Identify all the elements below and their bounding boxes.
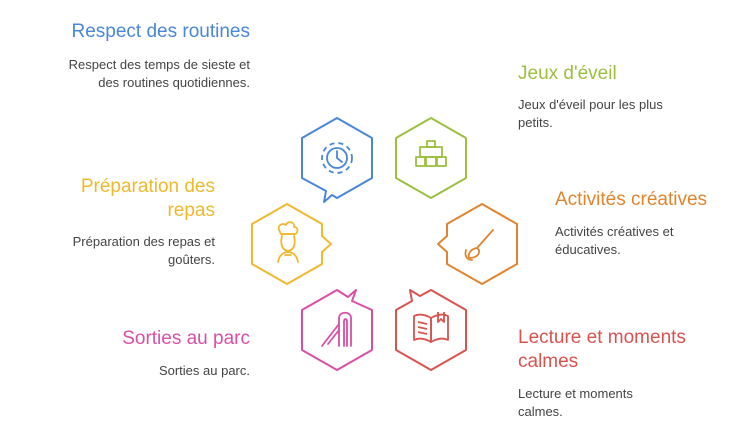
toy-blocks-icon: [415, 140, 447, 167]
hex-lecture: [395, 289, 467, 371]
desc-repas: Préparation des repas et goûters.: [72, 234, 215, 267]
item-parc: Sorties au parc Sorties au parc.: [70, 327, 250, 380]
hex-routines: [301, 117, 373, 203]
title-creatives: Activités créatives: [555, 189, 708, 210]
clock-icon: [321, 142, 353, 174]
slide-icon: [321, 311, 352, 347]
title-parc: Sorties au parc: [122, 328, 250, 349]
title-eveil: Jeux d'éveil: [518, 63, 617, 84]
desc-parc: Sorties au parc.: [158, 363, 250, 378]
hex-parc: [301, 289, 373, 371]
item-routines: Respect des routines Respect des temps d…: [50, 20, 250, 92]
desc-lecture: Lecture et moments calmes.: [518, 386, 633, 419]
item-repas: Préparation des repas Préparation des re…: [35, 175, 215, 269]
hex-repas: [251, 203, 332, 285]
paintbrush-icon: [464, 229, 494, 261]
open-book-icon: [413, 312, 449, 343]
chef-icon: [277, 221, 299, 263]
item-creatives: Activités créatives Activités créatives …: [555, 188, 735, 259]
title-routines: Respect des routines: [71, 21, 251, 42]
hex-creatives: [437, 203, 518, 285]
desc-eveil: Jeux d'éveil pour les plus petits.: [518, 97, 663, 130]
desc-routines: Respect des temps de sieste et des routi…: [68, 57, 250, 90]
title-repas: Préparation des repas: [80, 176, 215, 221]
title-lecture: Lecture et moments calmes: [518, 327, 686, 372]
desc-creatives: Activités créatives et éducatives.: [555, 224, 674, 257]
item-eveil: Jeux d'éveil Jeux d'éveil pour les plus …: [518, 62, 708, 132]
item-lecture: Lecture et moments calmes Lecture et mom…: [518, 326, 693, 421]
hex-eveil: [395, 117, 467, 199]
